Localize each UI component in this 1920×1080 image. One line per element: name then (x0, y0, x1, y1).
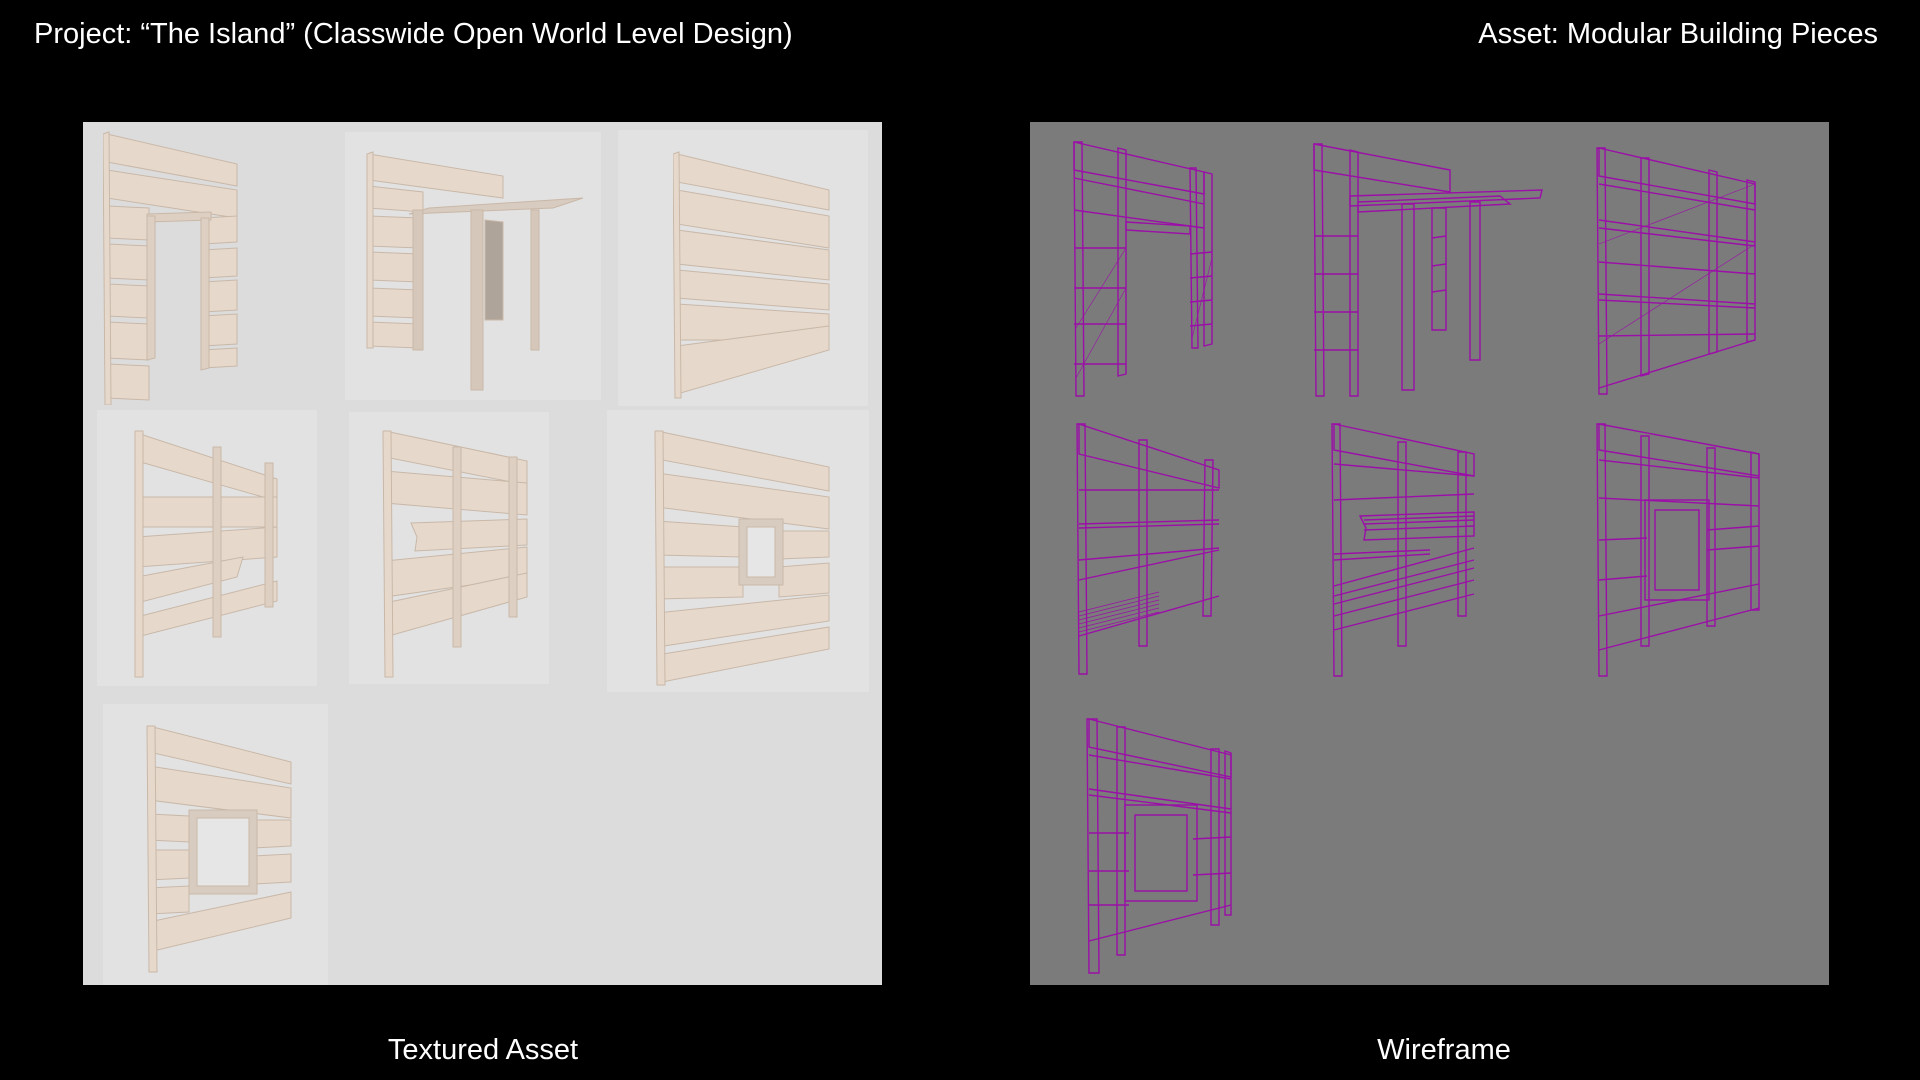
header-project-title: Project: “The Island” (Classwide Open Wo… (34, 18, 793, 50)
wall-with-small-window-icon (654, 430, 830, 686)
header-asset-title: Asset: Modular Building Pieces (1478, 18, 1878, 50)
wireframe-solid-wall-icon (1596, 147, 1756, 395)
textured-piece-wall-with-awning (363, 150, 588, 400)
wireframe-piece-solid-wall (1595, 144, 1765, 400)
wireframe-piece-wall-with-door (1070, 138, 1220, 400)
wireframe-piece-wall-with-large-window (1085, 715, 1245, 977)
wireframe-broken-plank-wall-icon (1331, 423, 1475, 677)
wireframe-wall-with-large-window-icon (1086, 718, 1232, 974)
wireframe-piece-wall-with-small-window (1595, 420, 1765, 682)
wireframe-wall-with-door-icon (1073, 141, 1213, 397)
broken-wall-icon (134, 430, 278, 678)
textured-piece-wall-with-door (103, 130, 243, 405)
wall-with-door-icon (103, 131, 238, 405)
wireframe-wall-with-small-window-icon (1596, 423, 1760, 677)
textured-asset-panel (83, 122, 882, 985)
wireframe-piece-broken-wall (1075, 420, 1225, 682)
wireframe-panel (1030, 122, 1829, 985)
wireframe-wall-with-awning-icon (1313, 143, 1543, 397)
wireframe-piece-broken-plank-wall (1330, 420, 1480, 682)
solid-wall-icon (673, 151, 830, 399)
textured-piece-wall-with-large-window (145, 722, 295, 977)
wall-with-large-window-icon (146, 725, 292, 973)
wireframe-piece-wall-with-awning (1310, 140, 1545, 400)
broken-plank-wall-icon (382, 430, 528, 678)
textured-piece-solid-wall (673, 150, 833, 400)
textured-piece-broken-wall (133, 427, 283, 682)
textured-piece-wall-with-small-window (653, 427, 833, 689)
wall-with-awning-icon (366, 151, 584, 391)
textured-piece-broken-plank-wall (381, 427, 531, 682)
wireframe-broken-wall-icon (1076, 423, 1220, 675)
wireframe-caption: Wireframe (1377, 1034, 1511, 1066)
textured-asset-caption: Textured Asset (387, 1034, 579, 1066)
